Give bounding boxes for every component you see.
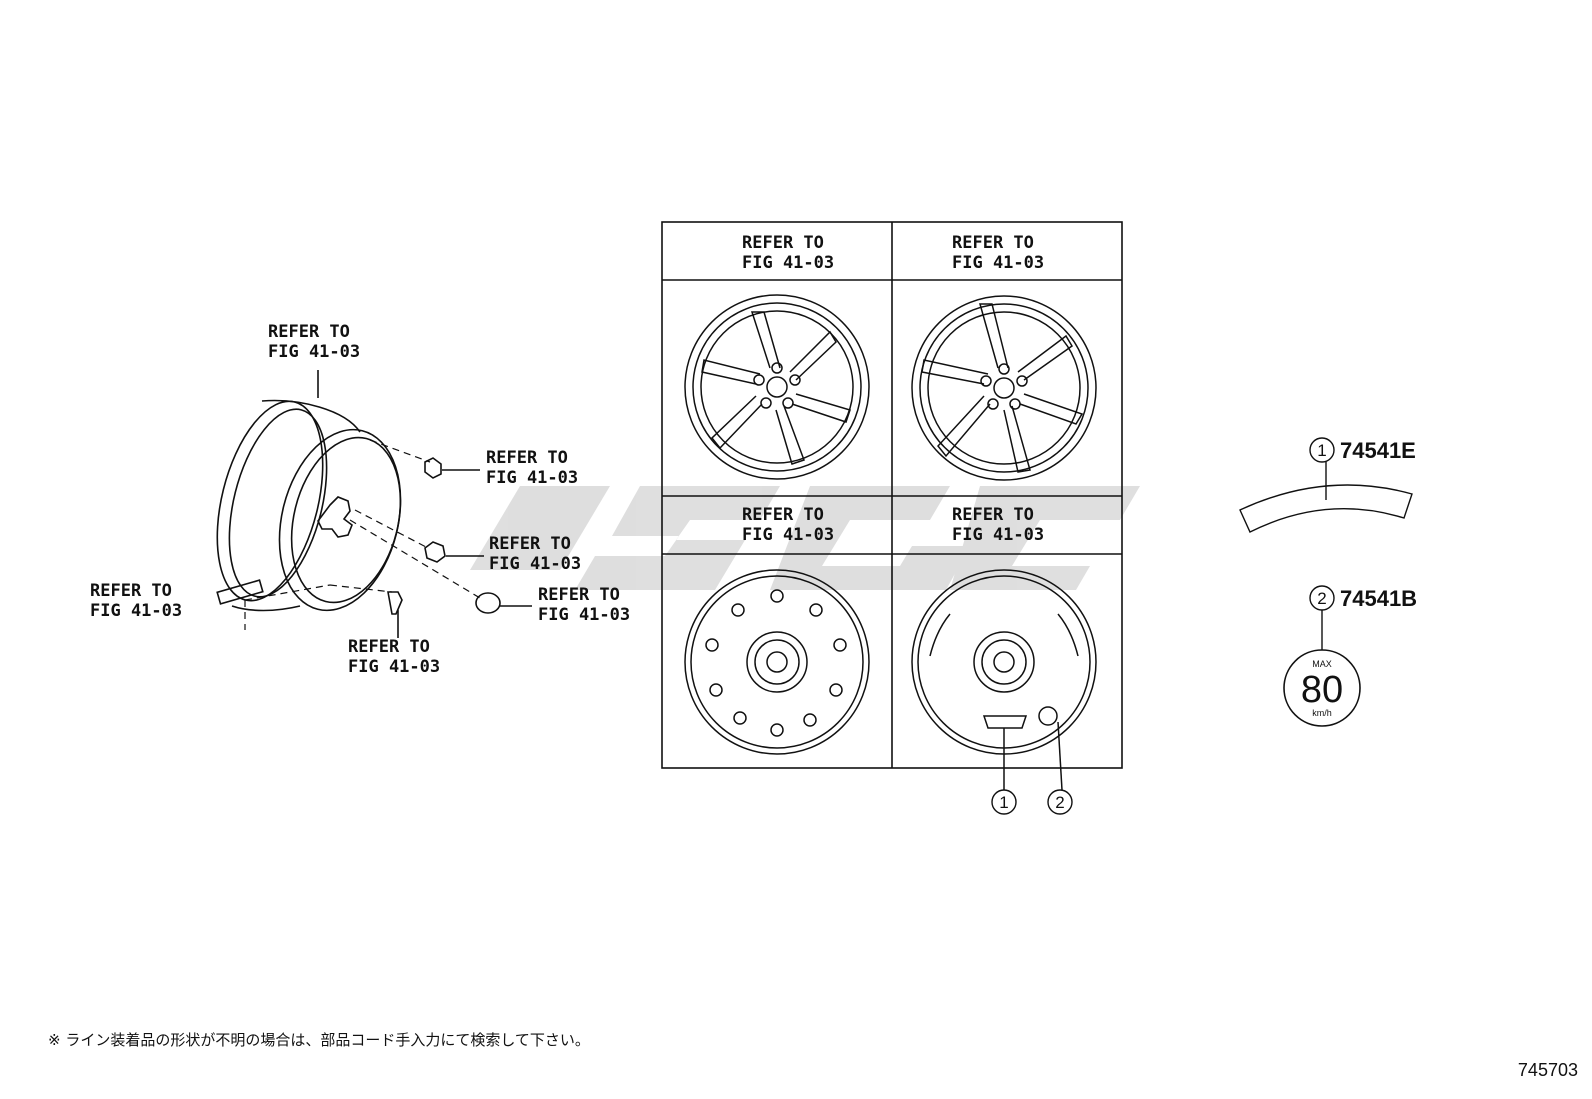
wheel-grid xyxy=(661,221,1123,769)
svg-text:REFER TO: REFER TO xyxy=(952,505,1034,525)
part-74541E: 1 74541E xyxy=(1239,437,1416,533)
svg-text:FIG 41-03: FIG 41-03 xyxy=(90,601,182,621)
callout-cap-1: REFER TO FIG 41-03 xyxy=(486,448,578,488)
callout-1-under-spare: 1 xyxy=(991,789,1017,815)
svg-text:FIG 41-03: FIG 41-03 xyxy=(538,605,630,625)
svg-text:REFER TO: REFER TO xyxy=(486,448,568,468)
callout-balance-weight: REFER TO FIG 41-03 xyxy=(90,581,182,621)
svg-text:FIG 41-03: FIG 41-03 xyxy=(489,554,581,574)
svg-text:1: 1 xyxy=(999,793,1008,812)
svg-text:REFER TO: REFER TO xyxy=(742,233,824,253)
svg-text:FIG 41-03: FIG 41-03 xyxy=(742,525,834,545)
svg-text:1: 1 xyxy=(1317,441,1326,460)
svg-text:FIG 41-03: FIG 41-03 xyxy=(486,468,578,488)
svg-text:FIG 41-03: FIG 41-03 xyxy=(268,342,360,362)
callout-valve: REFER TO FIG 41-03 xyxy=(348,637,440,677)
svg-text:MAX: MAX xyxy=(1312,659,1332,669)
svg-text:REFER TO: REFER TO xyxy=(489,534,571,554)
svg-text:2: 2 xyxy=(1055,793,1064,812)
svg-text:REFER TO: REFER TO xyxy=(742,505,824,525)
speed-limit-label xyxy=(1283,649,1361,727)
svg-text:km/h: km/h xyxy=(1312,708,1332,718)
alloy-wheel-2 xyxy=(911,295,1097,481)
grid-cell-label-4: REFER TO FIG 41-03 xyxy=(952,505,1044,545)
svg-text:FIG 41-03: FIG 41-03 xyxy=(952,253,1044,273)
svg-text:74541B: 74541B xyxy=(1340,586,1417,611)
steel-wheel-1 xyxy=(684,569,870,755)
svg-text:FIG 41-03: FIG 41-03 xyxy=(952,525,1044,545)
figure-number: 745703 xyxy=(1517,1060,1578,1080)
callout-wheel-rim: REFER TO FIG 41-03 xyxy=(268,322,360,362)
footnote: ※ ライン装着品の形状が不明の場合は、部品コード手入力にて検索して下さい。 xyxy=(48,1031,590,1049)
svg-text:74541E: 74541E xyxy=(1340,438,1416,463)
svg-text:REFER TO: REFER TO xyxy=(268,322,350,342)
callout-2-under-spare: 2 xyxy=(1047,789,1073,815)
grid-cell-label-3: REFER TO FIG 41-03 xyxy=(742,505,834,545)
spare-wheel xyxy=(911,569,1097,791)
part-74541B: 2 74541B MAX 80 km/h xyxy=(1283,585,1417,727)
watermark-logo xyxy=(470,486,1140,590)
grid-cell-label-1: REFER TO FIG 41-03 xyxy=(742,233,834,273)
svg-text:2: 2 xyxy=(1317,589,1326,608)
grid-cell-label-2: REFER TO FIG 41-03 xyxy=(952,233,1044,273)
svg-text:FIG 41-03: FIG 41-03 xyxy=(348,657,440,677)
svg-text:80: 80 xyxy=(1301,669,1343,711)
callout-hub-nut: REFER TO FIG 41-03 xyxy=(489,534,581,574)
svg-text:REFER TO: REFER TO xyxy=(952,233,1034,253)
svg-text:REFER TO: REFER TO xyxy=(348,637,430,657)
exploded-wheel xyxy=(216,370,532,638)
svg-text:REFER TO: REFER TO xyxy=(538,585,620,605)
svg-text:FIG 41-03: FIG 41-03 xyxy=(742,253,834,273)
alloy-wheel-1 xyxy=(684,294,870,480)
warning-label-arc xyxy=(1239,484,1413,533)
svg-text:REFER TO: REFER TO xyxy=(90,581,172,601)
callout-center-cap: REFER TO FIG 41-03 xyxy=(538,585,630,625)
